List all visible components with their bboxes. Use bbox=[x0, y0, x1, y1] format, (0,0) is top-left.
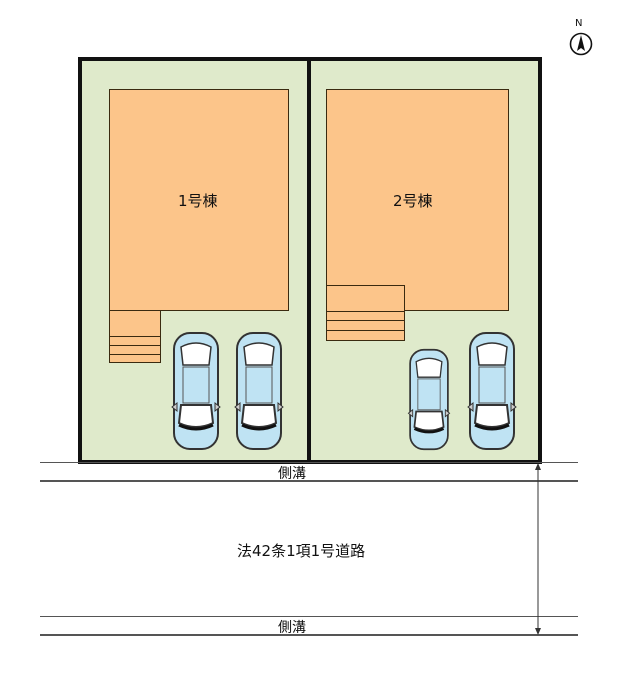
building-2-label: 2号棟 bbox=[393, 192, 433, 210]
building-1-step-line bbox=[109, 354, 161, 355]
building-1-label: 1号棟 bbox=[178, 192, 218, 210]
building-2-step-line bbox=[326, 330, 405, 331]
building-1-step-line bbox=[109, 336, 161, 337]
parking-car-1a bbox=[171, 331, 221, 451]
car-icon bbox=[467, 332, 517, 450]
top-gutter-line-lower bbox=[40, 480, 578, 482]
parking-car-1b bbox=[234, 331, 284, 451]
building-2-porch bbox=[326, 285, 405, 341]
car-icon bbox=[407, 348, 451, 451]
car-icon bbox=[234, 332, 284, 450]
building-2 bbox=[326, 89, 509, 311]
top-gutter-line-upper bbox=[40, 462, 578, 463]
north-compass: N bbox=[566, 18, 596, 60]
bottom-gutter-line-upper bbox=[40, 616, 578, 617]
top-gutter-label: 側溝 bbox=[278, 466, 306, 482]
building-1 bbox=[109, 89, 289, 311]
building-2-step-line bbox=[326, 320, 405, 321]
car-icon bbox=[171, 332, 221, 450]
parking-car-2b bbox=[467, 331, 517, 451]
building-2-step-line bbox=[326, 311, 405, 312]
road-width-dimension-arrow-icon bbox=[535, 463, 541, 635]
north-label: N bbox=[575, 18, 583, 29]
bottom-gutter-label: 側溝 bbox=[278, 620, 306, 636]
building-1-step-line bbox=[109, 345, 161, 346]
north-arrow-icon bbox=[569, 32, 593, 56]
bottom-gutter-line-lower bbox=[40, 634, 578, 636]
parking-car-2a bbox=[406, 348, 452, 451]
road-label: 法42条1項1号道路 bbox=[237, 542, 366, 560]
